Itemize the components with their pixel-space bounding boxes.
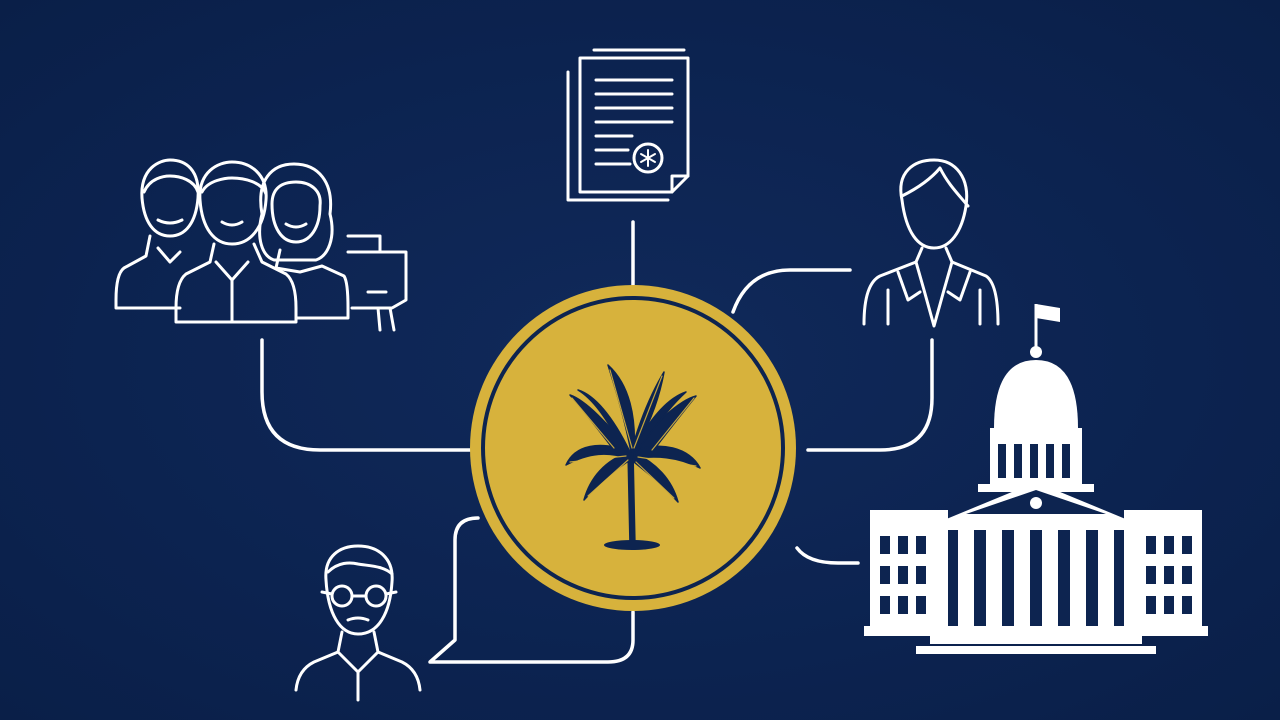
- certified-document-icon: [566, 48, 690, 202]
- connector-right-upper: [731, 268, 852, 314]
- family-group-icon: [114, 158, 408, 332]
- palmetto-tree-icon: [565, 364, 701, 550]
- connector-right-lower: [806, 338, 934, 452]
- connector-left: [260, 338, 474, 452]
- connectors: [260, 220, 934, 664]
- connector-capitol: [795, 546, 860, 565]
- state-capitol-building-icon: [864, 304, 1208, 654]
- professional-woman-icon: [862, 158, 1000, 328]
- man-with-glasses-icon: [294, 544, 422, 702]
- connector-bottom: [428, 516, 635, 664]
